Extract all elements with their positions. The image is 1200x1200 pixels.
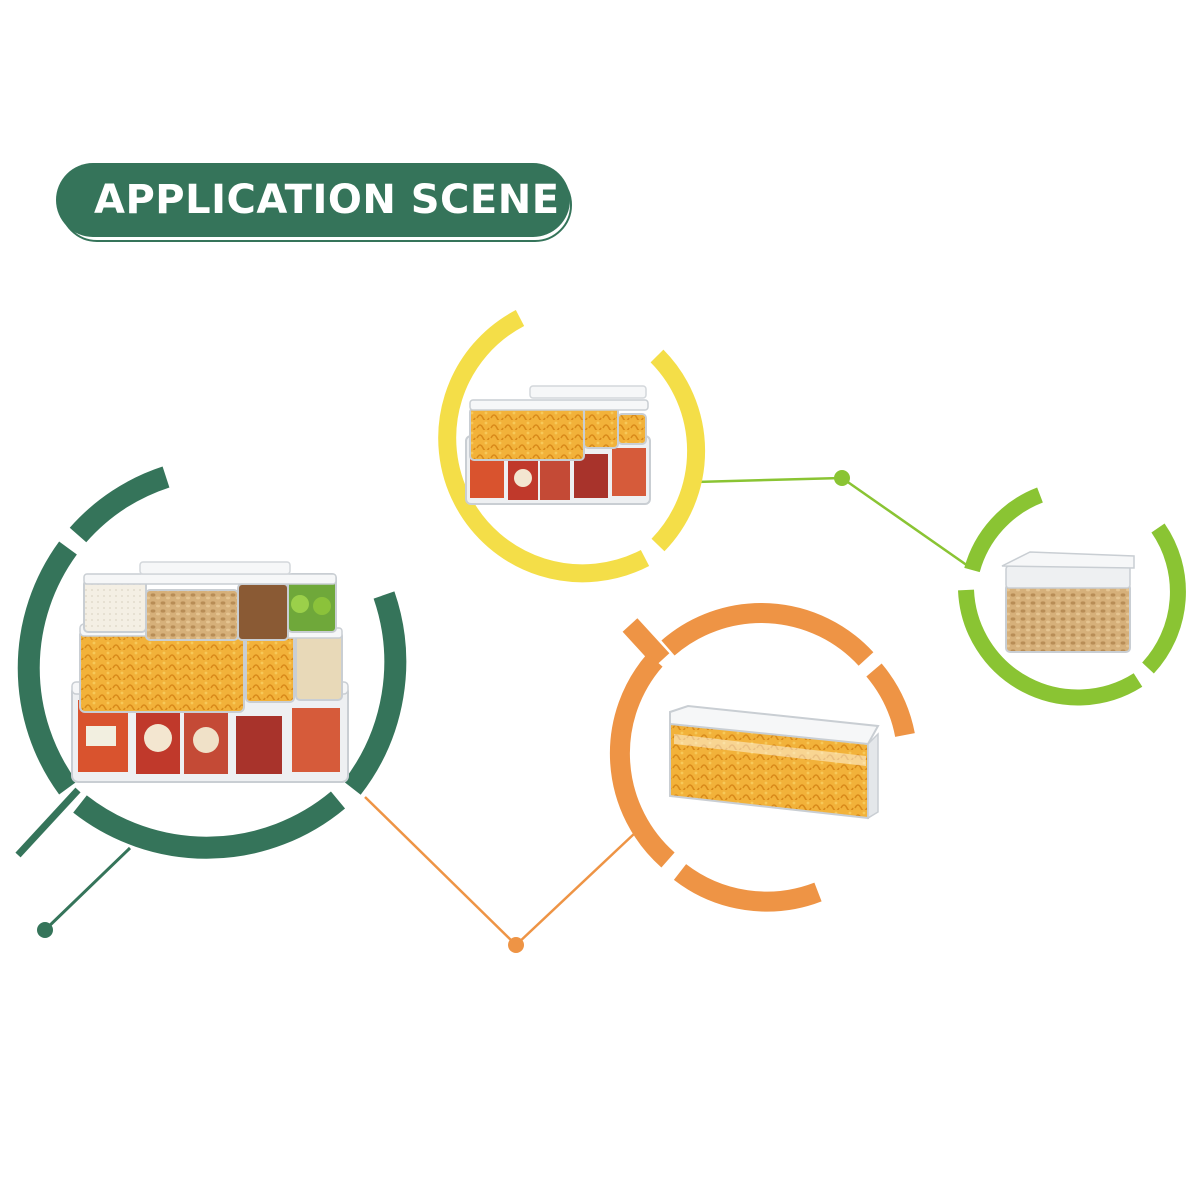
ring-yellow xyxy=(438,310,706,583)
connector-dot-green xyxy=(37,922,53,938)
small-nut-container-image xyxy=(1001,551,1135,653)
tray-containers-image xyxy=(465,385,651,505)
ring-lime xyxy=(958,487,1186,706)
connector-lines xyxy=(15,476,969,946)
connector-dot-orange xyxy=(508,937,524,953)
long-pasta-container-image xyxy=(669,704,880,820)
ring-orange xyxy=(609,603,915,912)
storage-set-stack-image xyxy=(71,561,349,783)
title-banner xyxy=(56,163,570,237)
page-title: APPLICATION SCENE xyxy=(94,177,560,223)
ring-dark-green xyxy=(17,466,407,859)
connector-dot-lime xyxy=(834,470,850,486)
